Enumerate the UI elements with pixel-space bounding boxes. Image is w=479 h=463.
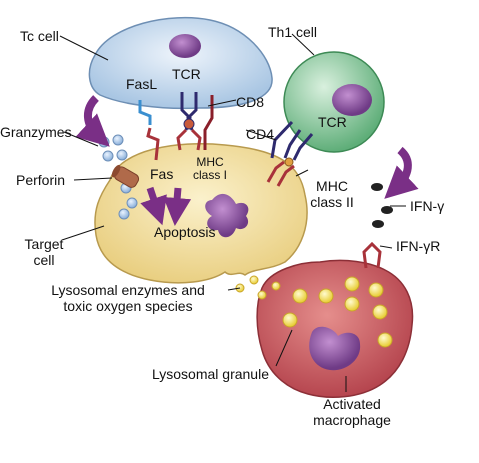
- fas-molecule: [146, 127, 160, 161]
- apoptosis-label: Apoptosis: [154, 224, 216, 240]
- activated-macrophage-line-1: Activated: [323, 396, 381, 412]
- tc-cell-label: Tc cell: [20, 28, 59, 44]
- perforin-label: Perforin: [16, 172, 66, 188]
- tc-nucleus: [169, 34, 201, 58]
- th1-arrow: [384, 146, 419, 199]
- target-cell: [94, 143, 308, 284]
- tcr-tc-label: TCR: [172, 66, 201, 82]
- granzyme-arrow: [75, 95, 110, 147]
- ifn-gamma-receptor: [362, 241, 382, 269]
- mhc-class-ii-molecule: [266, 157, 295, 187]
- ifn-gamma-label: IFN-γ: [410, 198, 445, 214]
- granzymes-label: Granzymes: [0, 124, 72, 140]
- mhc-class-i-label: MHC class I: [190, 156, 230, 182]
- target-cell-label: Target cell: [20, 236, 68, 268]
- target-cell-line-2: cell: [33, 252, 55, 268]
- tcr-tc-receptor: [180, 92, 198, 131]
- lysosomal-granules: [282, 276, 393, 348]
- mhc-class-i-line-2: class I: [192, 168, 227, 182]
- mhc-class-i-line-1: MHC: [196, 155, 224, 169]
- mhc-class-i-molecule: [176, 128, 202, 151]
- macrophage-cell: [256, 259, 414, 398]
- fas-label: Fas: [150, 166, 174, 182]
- tc-cell: [88, 16, 273, 110]
- target-nucleus: [205, 193, 249, 238]
- leader-lines: [59, 33, 406, 392]
- lysosomal-enzymes-line-2: toxic oxygen species: [63, 298, 193, 314]
- th1-nucleus: [332, 84, 372, 116]
- cd8-label: CD8: [236, 94, 265, 110]
- cd8-molecule: [203, 95, 214, 150]
- tcr-th1-receptor: [283, 129, 314, 161]
- lysosomal-enzymes-label: Lysosomal enzymes and toxic oxygen speci…: [28, 282, 228, 314]
- activated-macrophage-label: Activated macrophage: [304, 396, 400, 428]
- tcr-th1-label: TCR: [318, 114, 347, 130]
- fasl-molecule: [138, 100, 152, 125]
- activated-macrophage-line-2: macrophage: [313, 412, 391, 428]
- apoptosis-arrow-2: [163, 187, 192, 226]
- mhc-class-ii-line-2: class II: [310, 194, 354, 210]
- ifn-gamma-r-label: IFN-γR: [396, 238, 441, 254]
- cd4-label: CD4: [246, 126, 275, 142]
- ifn-gamma-molecules: [371, 183, 393, 228]
- target-cell-line-1: Target: [24, 236, 64, 252]
- macrophage-nucleus: [309, 326, 361, 371]
- lysosomal-enzymes-line-1: Lysosomal enzymes and: [51, 282, 205, 298]
- fasl-label: FasL: [126, 76, 158, 92]
- mhc-class-ii-label: MHC class II: [304, 178, 360, 210]
- th1-cell-label: Th1 cell: [268, 24, 318, 40]
- perforin-pore: [111, 164, 140, 188]
- mhc-class-ii-line-1: MHC: [316, 178, 348, 194]
- lysosomal-granule-label: Lysosomal granule: [152, 366, 269, 382]
- apoptosis-arrow-1: [140, 186, 167, 226]
